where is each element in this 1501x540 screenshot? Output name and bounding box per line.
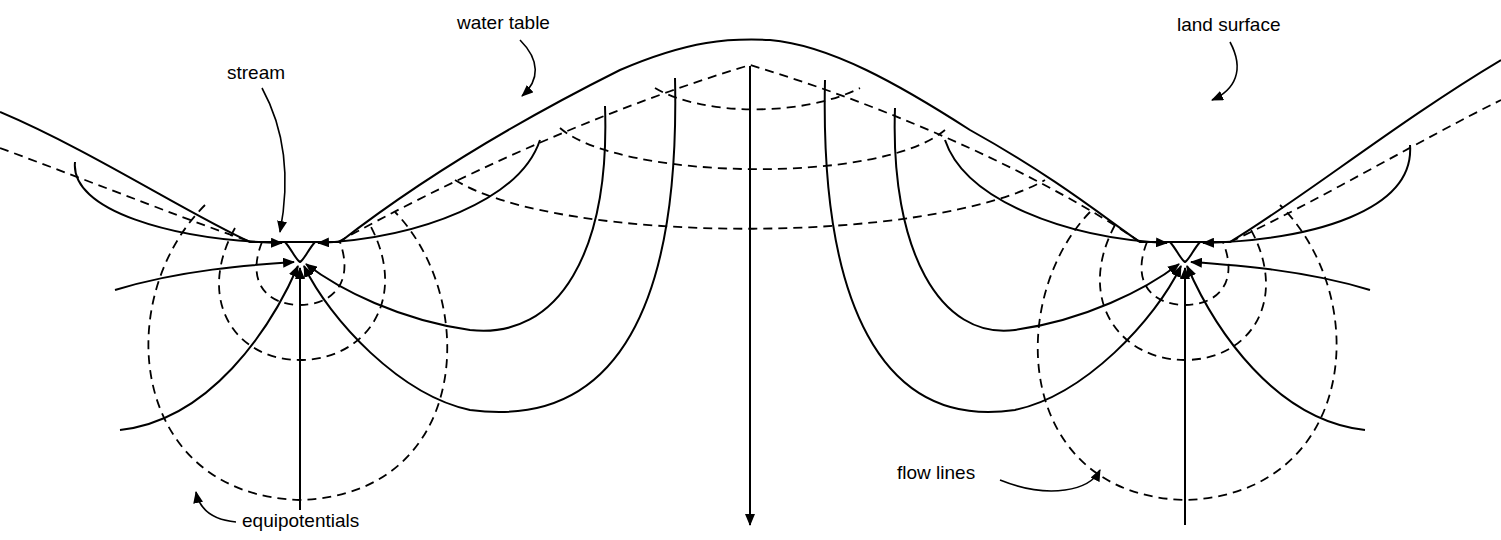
flow-line [749,66,751,525]
equipotential [560,128,945,169]
flow-line [306,106,605,331]
land-surface-label: land surface [1175,14,1283,36]
flow-line [1191,262,1370,290]
equipotential [1038,205,1337,500]
flow-line [304,78,675,412]
flow-lines-label: flow lines [895,462,977,484]
flow-line [299,268,301,525]
stream-label: stream [225,62,287,84]
flow-line [120,266,298,430]
leader-line [1212,42,1237,100]
flow-line [318,140,540,243]
flow-line [115,262,294,290]
leader-line [1000,470,1100,491]
stream-channel [285,242,315,262]
flow-line [1203,145,1410,243]
equipotential [655,88,860,109]
leader-line [520,40,535,96]
equipotential [148,205,447,500]
stream-channel [1170,242,1200,262]
flow-line [1184,268,1186,525]
flow-line [75,162,282,243]
water-table-label: water table [455,12,552,34]
flow-line [1187,266,1365,430]
equipotentials-label: equipotentials [240,510,361,532]
flow-line [825,80,1181,412]
equipotential [219,225,385,360]
flow-line [945,140,1167,243]
flow-line [895,108,1179,331]
equipotential [1100,225,1266,360]
leader-line [262,88,285,232]
leader-line [196,492,236,522]
